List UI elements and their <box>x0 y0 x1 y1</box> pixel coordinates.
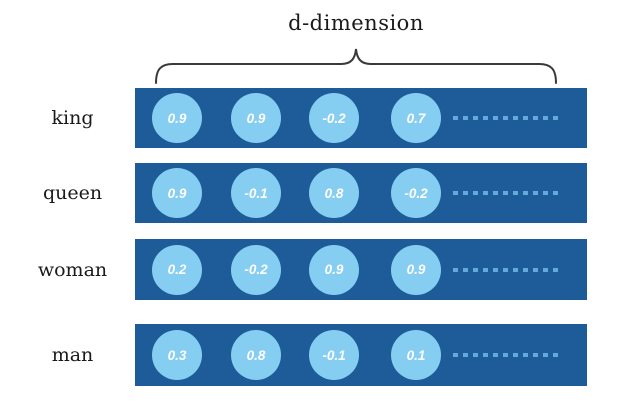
ellipsis-dots-icon <box>453 191 563 195</box>
vector-bar: 0.3 0.8 -0.1 0.1 <box>135 324 587 386</box>
embedding-value-circle: 0.1 <box>391 330 441 380</box>
embedding-value-circle: 0.8 <box>309 168 359 218</box>
embedding-value: 0.3 <box>167 347 187 363</box>
embedding-value-circle: 0.9 <box>391 244 441 295</box>
ellipsis-dots-icon <box>453 353 563 357</box>
embedding-value-circle: -0.2 <box>309 93 359 143</box>
embedding-value-circle: -0.2 <box>391 168 441 218</box>
embedding-value-circle: -0.1 <box>231 168 281 218</box>
embedding-value-circle: -0.2 <box>231 244 281 295</box>
ellipsis-dots-icon <box>453 267 563 272</box>
row-label: woman <box>37 258 108 281</box>
vector-bar: 0.9 -0.1 0.8 -0.2 <box>135 163 587 223</box>
embedding-value: -0.2 <box>244 262 268 277</box>
embedding-value-circle: 0.7 <box>391 93 441 143</box>
embedding-value: 0.8 <box>246 347 266 363</box>
embedding-value-circle: 0.9 <box>231 93 281 143</box>
embedding-value-circle: 0.9 <box>309 244 359 295</box>
embedding-value-circle: 0.9 <box>152 168 202 218</box>
row-label: king <box>51 107 94 129</box>
d-dimension-label: d-dimension <box>288 11 424 35</box>
brace-icon <box>155 48 557 84</box>
embedding-value-circle: -0.1 <box>309 330 359 380</box>
embedding-value-circle: 0.2 <box>152 244 202 295</box>
embedding-value: 0.9 <box>324 262 344 277</box>
ellipsis-dots-icon <box>453 116 563 120</box>
embedding-row-woman: woman 0.2 -0.2 0.9 0.9 <box>0 239 637 300</box>
embedding-value: 0.9 <box>406 262 426 277</box>
row-label: queen <box>42 182 103 204</box>
embedding-row-man: man 0.3 0.8 -0.1 0.1 <box>0 324 637 386</box>
vector-bar: 0.9 0.9 -0.2 0.7 <box>135 88 587 148</box>
row-label: man <box>51 344 94 366</box>
embedding-value: 0.9 <box>167 185 187 201</box>
embedding-row-queen: queen 0.9 -0.1 0.8 -0.2 <box>0 163 637 223</box>
embedding-value: -0.2 <box>322 110 346 126</box>
embedding-value-circle: 0.3 <box>152 330 202 380</box>
embedding-value: -0.1 <box>244 185 268 201</box>
embedding-value: 0.9 <box>246 110 266 126</box>
embedding-value: 0.1 <box>406 347 426 363</box>
embedding-value: -0.1 <box>322 347 346 363</box>
embedding-row-king: king 0.9 0.9 -0.2 0.7 <box>0 88 637 148</box>
embedding-value: 0.7 <box>406 110 426 126</box>
embedding-value-circle: 0.9 <box>152 93 202 143</box>
embedding-value: -0.2 <box>404 185 428 201</box>
embedding-value-circle: 0.8 <box>231 330 281 380</box>
embedding-value: 0.9 <box>167 110 187 126</box>
vector-bar: 0.2 -0.2 0.9 0.9 <box>135 239 587 300</box>
embedding-value: 0.8 <box>324 185 344 201</box>
embedding-value: 0.2 <box>167 262 187 277</box>
